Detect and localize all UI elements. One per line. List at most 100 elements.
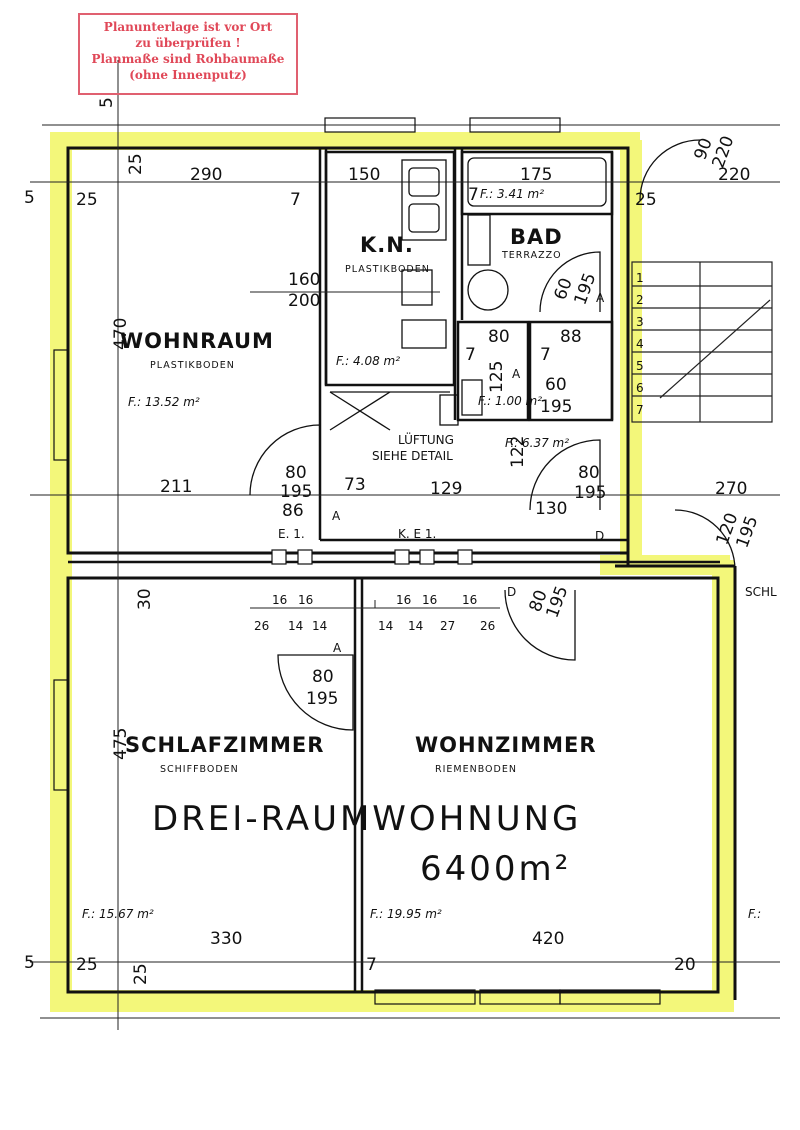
- dim-220: 220: [718, 165, 750, 185]
- floor-type-schlafzimmer: SCHIFFBODEN: [160, 764, 239, 775]
- dim-88: 88: [560, 327, 582, 347]
- room-name-kn: K.N.: [360, 233, 414, 257]
- dim-330: 330: [210, 929, 242, 949]
- label-f-right: F.:: [748, 907, 761, 921]
- disclaimer-stamp: Planunterlage ist vor Ort zu überprüfen …: [78, 13, 298, 95]
- step-3: 3: [636, 315, 644, 329]
- dim-86: 86: [282, 501, 304, 521]
- dim-16-e: 16: [462, 593, 477, 607]
- dim-5-b: 5: [24, 953, 35, 973]
- stamp-line-3: Planmaße sind Rohbaumaße: [91, 52, 285, 66]
- lueftung-detail-label: SIEHE DETAIL: [372, 449, 453, 463]
- dim-80-c: 80: [578, 463, 600, 483]
- dim-211: 211: [160, 477, 192, 497]
- dim-475: 475: [111, 728, 131, 760]
- dim-25-b: 25: [635, 190, 657, 210]
- kitchen-fixtures: [329, 159, 459, 431]
- area-wc: F.: 1.00 m²: [478, 394, 542, 408]
- door-swings: [249, 139, 736, 731]
- door-mark-a-1: A: [332, 509, 341, 523]
- dim-200: 200: [288, 291, 320, 311]
- room-name-schlafzimmer: SCHLAFZIMMER: [125, 733, 324, 757]
- dim-16-c: 16: [396, 593, 411, 607]
- dim-27: 27: [440, 619, 455, 633]
- staircase: [631, 261, 773, 423]
- room-name-bad: BAD: [510, 225, 563, 249]
- label-ke1: K. E 1.: [398, 527, 436, 541]
- room-name-wohnraum: WOHNRAUM: [120, 329, 274, 353]
- floor-type-wohnraum: PLASTIKBODEN: [150, 360, 235, 371]
- door-mark-a-2: A: [512, 367, 521, 381]
- dim-80-a: 80: [488, 327, 510, 347]
- dim-150: 150: [348, 165, 380, 185]
- dim-420: 420: [532, 929, 564, 949]
- dim-25-a: 25: [76, 190, 98, 210]
- title-apartment-type: DREI-RAUMWOHNUNG: [152, 799, 581, 839]
- dim-80-b: 80: [285, 463, 307, 483]
- dim-80-d: 80: [312, 667, 334, 687]
- dim-16-d: 16: [422, 593, 437, 607]
- room-name-wohnzimmer: WOHNZIMMER: [415, 733, 597, 757]
- dim-195-f: 195: [306, 689, 338, 709]
- dim-195-b: 195: [540, 397, 572, 417]
- area-bad: F.: 3.41 m²: [480, 187, 544, 201]
- bathroom-fixtures: [461, 157, 607, 416]
- window-marks: [53, 117, 661, 1005]
- dim-130: 130: [535, 499, 567, 519]
- dim-25-e: 25: [131, 963, 151, 985]
- stamp-line-1: Planunterlage ist vor Ort: [103, 20, 273, 34]
- label-schl: SCHL: [745, 585, 777, 599]
- dim-26-b: 26: [480, 619, 495, 633]
- ventilation-grills: [271, 549, 473, 565]
- dim-290: 290: [190, 165, 222, 185]
- floor-type-bad: TERRAZZO: [501, 250, 562, 261]
- dim-14-d: 14: [408, 619, 423, 633]
- dim-195-d: 195: [574, 483, 606, 503]
- step-6: 6: [636, 381, 644, 395]
- stamp-line-2: zu überprüfen !: [135, 36, 241, 50]
- dim-60-b: 60: [545, 375, 567, 395]
- step-2: 2: [636, 293, 644, 307]
- dim-470: 470: [111, 318, 131, 350]
- dim-26-a: 26: [254, 619, 269, 633]
- dim-14-a: 14: [288, 619, 303, 633]
- step-1: 1: [636, 271, 644, 285]
- dim-14-b: 14: [312, 619, 327, 633]
- dim-5-c: 5: [97, 97, 117, 108]
- dim-20: 20: [674, 955, 696, 975]
- stamp-line-4: (ohne Innenputz): [129, 68, 247, 82]
- dim-7-e: 7: [366, 955, 377, 975]
- door-mark-a-3: A: [596, 291, 605, 305]
- dim-160: 160: [288, 270, 320, 290]
- dim-129: 129: [430, 479, 462, 499]
- dim-25-c: 25: [126, 153, 146, 175]
- dim-73: 73: [344, 475, 366, 495]
- dim-7-b: 7: [468, 185, 479, 205]
- area-vorraum: F.: 6.37 m²: [505, 436, 569, 450]
- step-5: 5: [636, 359, 644, 373]
- dim-25-d: 25: [76, 955, 98, 975]
- area-kn: F.: 4.08 m²: [336, 354, 400, 368]
- door-mark-a-4: A: [333, 641, 342, 655]
- dim-7-d: 7: [540, 345, 551, 365]
- dim-175: 175: [520, 165, 552, 185]
- dimension-lines: [30, 60, 780, 1030]
- step-4: 4: [636, 337, 644, 351]
- dim-16-a: 16: [272, 593, 287, 607]
- dim-122: 122: [508, 436, 528, 468]
- dim-270: 270: [715, 479, 747, 499]
- dim-125: 125: [487, 361, 507, 393]
- dim-5-a: 5: [24, 188, 35, 208]
- dim-195-g: 195: [543, 583, 573, 620]
- dim-7-c: 7: [465, 345, 476, 365]
- door-mark-d-2: D: [507, 585, 516, 599]
- area-wohnzimmer: F.: 19.95 m²: [370, 907, 442, 921]
- title-total-area: 6400m²: [420, 849, 571, 889]
- floor-type-kn: PLASTIKBODEN: [345, 264, 430, 275]
- dim-16-b: 16: [298, 593, 313, 607]
- lueftung-label: LÜFTUNG: [398, 431, 454, 447]
- step-7: 7: [636, 403, 644, 417]
- dim-30: 30: [135, 588, 155, 610]
- area-wohnraum: F.: 13.52 m²: [128, 395, 200, 409]
